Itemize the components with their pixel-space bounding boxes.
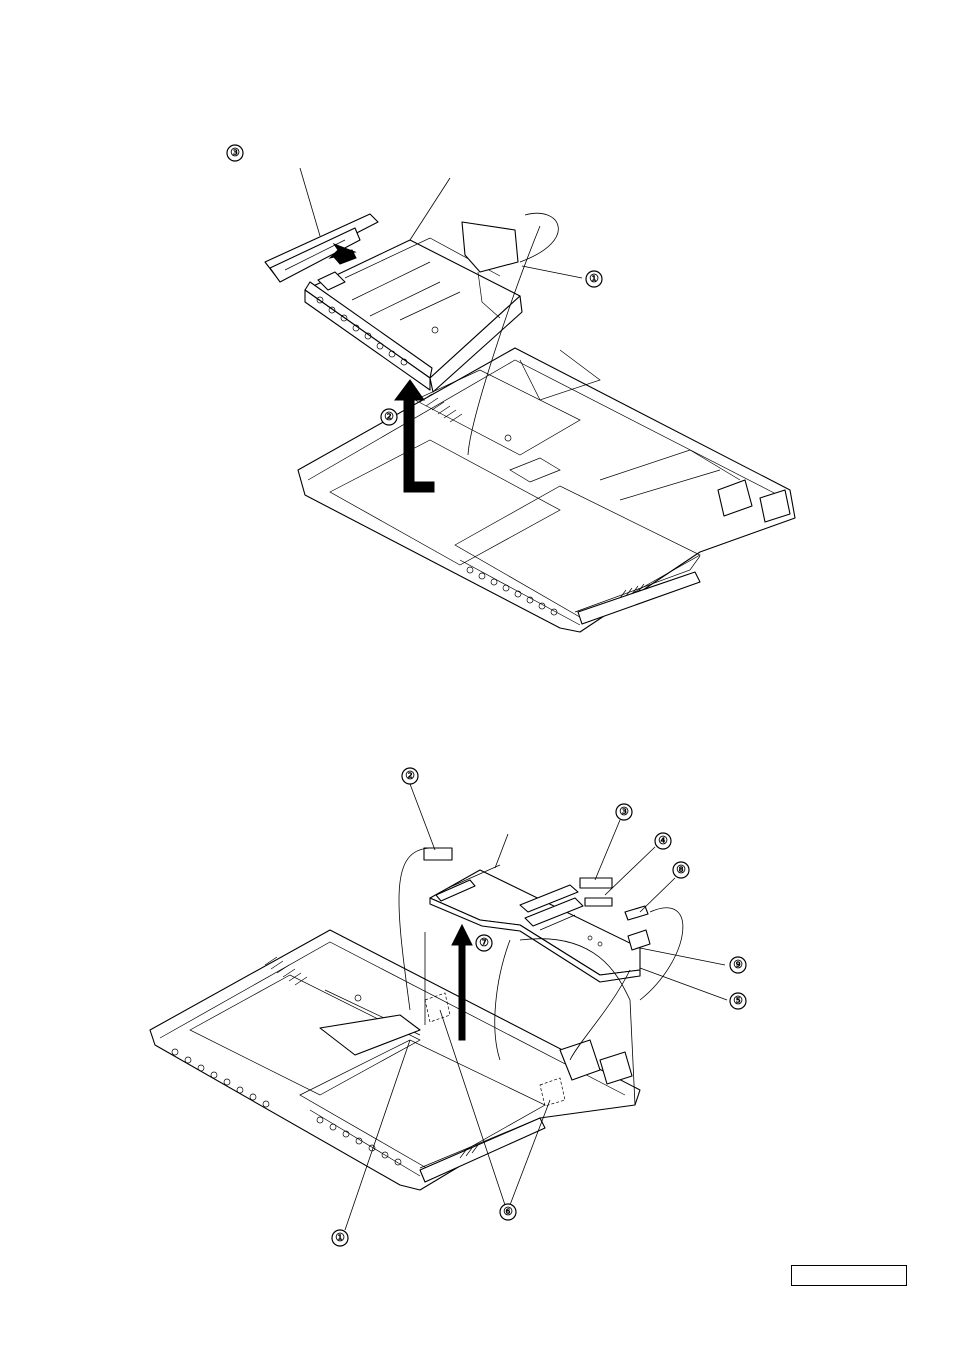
bottom-callout-1: ① <box>332 1230 348 1246</box>
bottom-callout-9: ⑨ <box>730 957 746 973</box>
svg-text:③: ③ <box>619 806 629 818</box>
svg-text:⑨: ⑨ <box>733 959 743 971</box>
svg-text:⑧: ⑧ <box>676 864 686 876</box>
svg-text:⑥: ⑥ <box>503 1206 513 1218</box>
svg-text:⑤: ⑤ <box>733 995 743 1007</box>
bottom-board <box>424 848 650 982</box>
top-callout-2: ② <box>381 409 397 425</box>
top-callout-1: ① <box>586 271 602 287</box>
bottom-callout-3: ③ <box>616 804 632 820</box>
bottom-callout-8: ⑧ <box>673 862 689 878</box>
svg-text:①: ① <box>335 1232 345 1244</box>
bottom-callout-6: ⑥ <box>500 1204 516 1220</box>
bottom-callout-4: ④ <box>655 833 671 849</box>
svg-text:②: ② <box>384 411 394 423</box>
svg-text:③: ③ <box>230 147 240 159</box>
top-callout-3: ③ <box>227 145 243 161</box>
svg-text:②: ② <box>405 770 415 782</box>
bottom-figure <box>150 784 727 1230</box>
top-base-chassis <box>298 348 795 632</box>
bottom-callout-5: ⑤ <box>730 993 746 1009</box>
page-number-box <box>791 1265 907 1286</box>
bottom-base-chassis <box>150 930 640 1190</box>
top-figure <box>265 168 795 632</box>
bottom-callout-2: ② <box>402 768 418 784</box>
svg-text:⑦: ⑦ <box>479 937 489 949</box>
bottom-callout-7: ⑦ <box>476 935 492 951</box>
svg-text:④: ④ <box>658 835 668 847</box>
svg-text:①: ① <box>589 273 599 285</box>
